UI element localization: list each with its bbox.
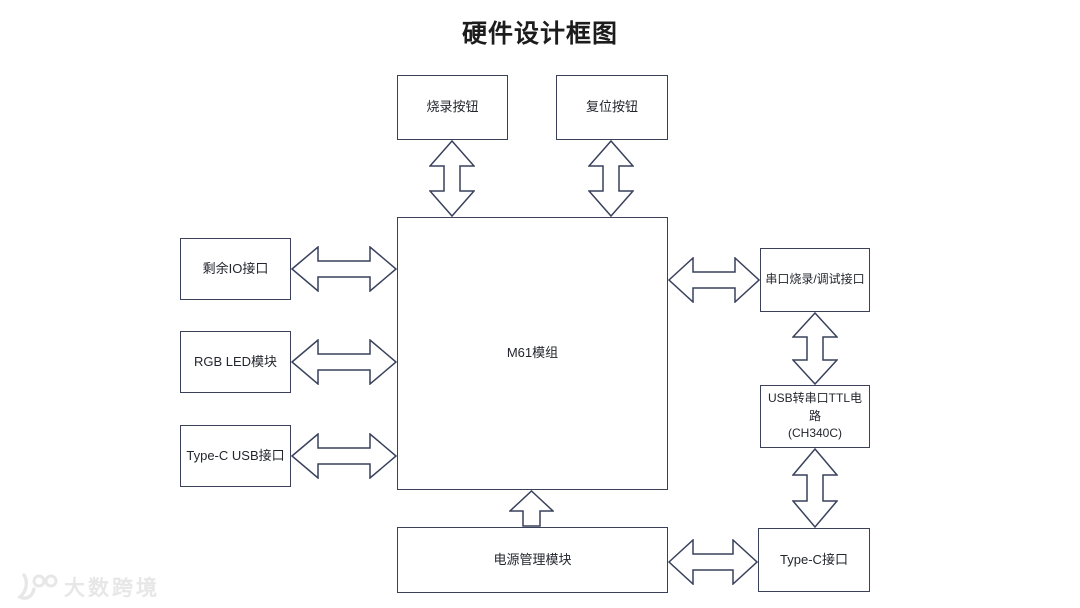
node-m61-module-label: M61模组: [506, 345, 559, 361]
node-typec-usb: Type-C USB接口: [180, 425, 291, 487]
arrow-m61-to-uart-debug: [668, 257, 760, 303]
node-typec-port-label: Type-C接口: [780, 551, 848, 567]
node-uart-debug-label: 串口烧录/调试接口: [765, 272, 865, 287]
node-rgb-led-label: RGB LED模块: [193, 353, 278, 369]
node-burn-button: 烧录按钮: [397, 75, 508, 140]
arrow-burn-to-m61: [429, 140, 475, 217]
node-reset-button-label: 复位按钮: [585, 99, 638, 115]
arrow-typec-usb-to-m61: [291, 433, 397, 479]
node-power-mgmt: 电源管理模块: [397, 527, 668, 593]
node-spare-io-label: 剩余IO接口: [202, 260, 269, 276]
node-typec-port: Type-C接口: [758, 528, 870, 592]
node-m61-module: M61模组: [397, 217, 668, 490]
watermark-100-logo: [16, 573, 58, 600]
node-power-mgmt-label: 电源管理模块: [493, 551, 572, 567]
node-typec-usb-label: Type-C USB接口: [186, 447, 285, 463]
arrow-uart-debug-to-usb-ttl: [792, 312, 838, 385]
node-rgb-led: RGB LED模块: [180, 331, 291, 393]
node-usb-ttl-label-line1: USB转串口TTL电路: [767, 391, 862, 423]
arrow-power-to-m61: [509, 490, 554, 527]
node-usb-ttl: USB转串口TTL电路 (CH340C): [760, 385, 870, 448]
node-usb-ttl-label-line2: (CH340C): [787, 426, 842, 441]
node-burn-button-label: 烧录按钮: [426, 99, 479, 115]
watermark: 大数跨境: [14, 570, 160, 604]
diagram-title: 硬件设计框图: [461, 20, 618, 48]
node-spare-io: 剩余IO接口: [180, 238, 291, 300]
arrow-rgb-led-to-m61: [291, 339, 397, 385]
arrow-usb-ttl-to-typec-port: [792, 448, 838, 528]
node-uart-debug: 串口烧录/调试接口: [760, 248, 870, 312]
node-reset-button: 复位按钮: [556, 75, 668, 140]
arrow-spare-io-to-m61: [291, 246, 397, 292]
arrow-power-to-typec-port: [668, 539, 758, 585]
watermark-text: 大数跨境: [64, 577, 160, 600]
arrow-reset-to-m61: [588, 140, 634, 217]
